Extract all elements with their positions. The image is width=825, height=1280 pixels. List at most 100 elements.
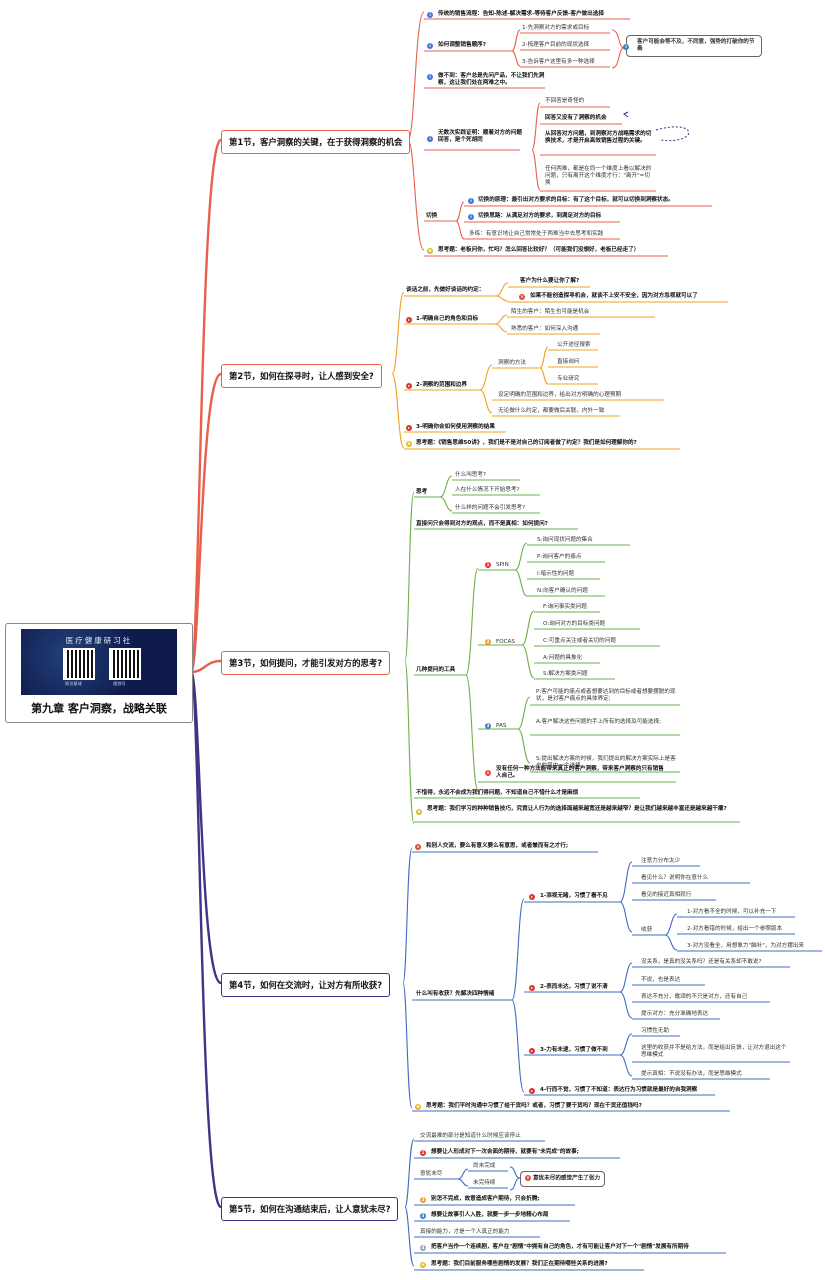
s2-subnode[interactable]: 洞察的方法: [498, 360, 526, 366]
s2-subnode[interactable]: 陌生的客户：陌生也可能是机会: [511, 309, 590, 315]
s3-node[interactable]: 直接问只会得到对方的观点，而不是真相：如何提问?: [416, 521, 548, 527]
s2-subnode[interactable]: 客户为什么要让你了解?: [520, 278, 580, 284]
s5-node[interactable]: 真接的能力，才是一个人真正的能力: [420, 1229, 510, 1235]
s3-node[interactable]: 思考: [416, 489, 428, 495]
section-2-title[interactable]: 第2节，如何在探寻时，让人感到安全?: [221, 364, 382, 388]
s4-subnode[interactable]: 2-表而未达，习惯了说不清: [540, 984, 608, 990]
s4-leaf[interactable]: 习惯性无助: [641, 1028, 669, 1034]
s4-leaf[interactable]: 注意力分布太少: [641, 858, 681, 864]
s3-subnode[interactable]: 什么样的问题不会引发思考?: [455, 505, 526, 511]
s5-node[interactable]: 别怎不完成，故意造成客户期待，只会折腾;: [431, 1196, 540, 1202]
s4-node[interactable]: 什么叫有收获？先解决四种情绪: [416, 991, 495, 997]
section-4-title[interactable]: 第4节，如何在交流时，让对方有所收获?: [221, 973, 391, 997]
s5-node[interactable]: 想要让人形成对下一次会面的期待，就要有"未完成"的故事;: [431, 1149, 579, 1155]
s3-node[interactable]: 不惜得，永远不会成为我们得问题，不知道自己不惜什么才是麻烦: [416, 790, 579, 796]
banner-image: 医疗健康研习社 知识星球 视频号: [21, 629, 177, 695]
focas-label[interactable]: FOCAS: [496, 639, 515, 645]
s1-subnode[interactable]: 切换的原理：最引出对方要求的目标：有了这个目标，就可以切换到洞察状态。: [478, 197, 674, 203]
s1-subnode[interactable]: 2-梳理客户目前的现状选择: [522, 42, 590, 48]
s1-think[interactable]: 思考题：老板问你，忙吗？怎么回答比较好？（可能我们没想好，老板已经走了）: [438, 247, 640, 253]
s2-think[interactable]: 思考题：《销售思维50讲》，我们是不是对自己的订阅者做了约定？我们是如何理解你的…: [416, 440, 637, 446]
s1-callout-text: 客户可能会等不及，不同意，强势的打破你的节奏: [637, 39, 755, 53]
s2-node[interactable]: 谈话之前，先做好谈话的约定：: [406, 287, 485, 293]
s4-subnode[interactable]: 4-行而不觉，习惯了不知道：表达行为习惯就是最好的自我洞察: [540, 1087, 698, 1093]
root-topic[interactable]: 医疗健康研习社 知识星球 视频号 第九章 客户洞察，战略关联: [5, 623, 193, 723]
s1-callout[interactable]: i 客户可能会等不及，不同意，强势的打破你的节奏: [623, 35, 762, 58]
s5-node[interactable]: 把客户当作一个连续剧，客户在"剧情"中拥有自己的角色，才有可能让客户对下一个"剧…: [431, 1244, 689, 1250]
s4-subnode[interactable]: 3-力有未逮，习惯了做不到: [540, 1047, 608, 1053]
s3-node[interactable]: 几种提问的工具: [416, 667, 456, 673]
s4-leaf[interactable]: 3-对方没看全，用想象力"脑补"，为对方摆出来: [687, 943, 805, 949]
s5-think[interactable]: 思考题：我们目前服务哪些剧情的发展？我们正在期待哪些关系的进展?: [431, 1261, 608, 1267]
s3-subnode[interactable]: N:向客户确认的问题: [537, 588, 588, 594]
s1-subnode[interactable]: 不回答是奇怪的: [545, 98, 585, 104]
s5-callout[interactable]: × 意犹未尽的感觉产生了张力: [520, 1171, 606, 1187]
s4-leaf[interactable]: 收获: [641, 927, 653, 933]
root-title: 第九章 客户洞察，战略关联: [31, 702, 167, 715]
s1-subnode[interactable]: 从回答对方问题，到洞察对方战略需求的切换技术，才是开启高效销售过程的关键。: [545, 131, 652, 145]
spin-label[interactable]: SPIN: [496, 562, 509, 568]
flag-icon: ▸: [406, 383, 412, 389]
s3-subnode[interactable]: S:询问现状问题的集合: [537, 537, 593, 543]
s1-subnode[interactable]: 多练：有意识地让自己常常处于两难当中去思考和实践: [469, 231, 604, 237]
s3-subnode[interactable]: S:提出解决方案的时候，我们提出的解决方案实际上是客户的其中一个选择。: [536, 756, 676, 770]
s2-subnode[interactable]: 专业研究: [557, 376, 580, 382]
s2-subnode[interactable]: 公开途径搜索: [557, 342, 591, 348]
s1-subnode[interactable]: 回答又没有了洞察的机会: [545, 115, 607, 121]
s4-leaf[interactable]: 1-对方看不全的时候，可以补充一下: [687, 909, 777, 915]
s3-subnode[interactable]: 人在什么情况下开始思考?: [455, 487, 520, 493]
s2-node[interactable]: 2-洞察的范围和边界: [416, 382, 467, 388]
s4-leaf[interactable]: 提示对方：充分准确地表达: [641, 1011, 709, 1017]
s4-leaf[interactable]: 表达不充分，歌颂的不只是对方，还有自己: [641, 994, 748, 1000]
s1-node[interactable]: 切换: [426, 213, 438, 219]
s4-node[interactable]: 和别人交流，要么有意义要么有意思，或者兼而有之才行;: [426, 843, 569, 849]
s3-subnode[interactable]: S:解决方案类问题: [543, 671, 588, 677]
s3-subnode[interactable]: P:客户可能的痛点或者想要达到的目标或者想要摆脱的现状，是对客户痛点的具体界定;: [536, 689, 676, 703]
s5-node[interactable]: 想要让故事引人入胜，就要一步一步地精心布局: [431, 1212, 549, 1218]
section-5-title[interactable]: 第5节，如何在沟通结束后，让人意犹未尽?: [221, 1197, 399, 1221]
s5-node[interactable]: 交流最难的部分是知道什么时候应该停止: [420, 1133, 521, 1139]
s4-subnode[interactable]: 1-添视无睹，习惯了看不见: [540, 893, 608, 899]
s4-leaf[interactable]: 看见什么？说明你在意什么: [641, 875, 709, 881]
s2-subnode[interactable]: 熟悉的客户：如何深入沟通: [511, 326, 579, 332]
s1-node[interactable]: 无数次实践证明：顺着对方的问题回答，是个死胡同: [438, 130, 522, 144]
section-1-title[interactable]: 第1节，客户洞察的关键，在于获得洞察的机会: [221, 130, 411, 154]
s5-node[interactable]: 意犹未尽: [420, 1171, 443, 1177]
pas-label[interactable]: PAS: [496, 723, 507, 729]
s3-subnode[interactable]: O:询问对方的目标类问题: [543, 621, 606, 627]
s3-subnode[interactable]: 没有任何一种方法能带来真正的客户洞察，带来客户洞察的只有销售人自己。: [496, 766, 664, 780]
s1-node[interactable]: 传统的销售流程：告知-陈述-解决需求-等待客户反馈-客户做出选择: [438, 11, 604, 17]
s4-leaf[interactable]: 不说，也是表达: [641, 977, 681, 983]
s2-subnode[interactable]: 设定明确的范围和边界，给出对方明确的心理预期: [498, 392, 622, 398]
s5-subnode[interactable]: 尚未完成: [473, 1163, 496, 1169]
s5-subnode[interactable]: 未完待续: [473, 1180, 496, 1186]
s1-subnode[interactable]: 任何两难，都是在同一个维度上看以解决的问题，只有离开这个维度才行："离开"=切换: [545, 166, 652, 187]
s3-subnode[interactable]: P:询问客户的痛点: [537, 554, 582, 560]
s1-subnode[interactable]: 1-先洞察对方的需求或目标: [522, 25, 590, 31]
s2-node[interactable]: 1-明确自己的角色和目标: [416, 316, 479, 322]
s3-subnode[interactable]: F:询问事实类问题: [543, 604, 587, 610]
s3-subnode[interactable]: C:可重点关注或者关切的问题: [543, 638, 616, 644]
s4-leaf[interactable]: 2-对方看错的时候，给出一个参照版本: [687, 926, 783, 932]
s1-subnode[interactable]: 切换思路：从满足对方的要求，到满足对方的目标: [478, 213, 602, 219]
s2-subnode[interactable]: 如果不能创造探寻机会，就谈不上安不安全，因为对方忽视就可以了: [530, 293, 698, 299]
s1-subnode[interactable]: 3-告诉客户这里有多一种选择: [522, 59, 595, 65]
s3-think[interactable]: 思考题：我们学习的种种销售技巧，究竟让人行为的选择面越来越宽还是越来越窄？是让我…: [427, 806, 727, 812]
s2-node[interactable]: 3-明确你会如何使用洞察的结果: [416, 424, 495, 430]
section-3-title[interactable]: 第3节，如何提问，才能引发对方的思考?: [221, 651, 391, 675]
s4-leaf[interactable]: 没关系，是真的没关系吗？还是有关系却不敢说?: [641, 959, 762, 965]
s1-node[interactable]: 做不到：客户总是先问产品，不让我们先洞察，这让我们处在两难之中。: [438, 73, 545, 87]
s4-leaf[interactable]: 提示真相：不说没有办法，而是思维模式: [641, 1071, 742, 1077]
s1-node[interactable]: 如何调整销售顺序?: [438, 42, 486, 48]
s4-leaf[interactable]: 这里的收获并不是给方法，而是给出反馈，让对方退出这个思维模式: [641, 1045, 787, 1059]
s3-subnode[interactable]: A:客户解决这些问题的手上所有的选择及可能选择;: [536, 719, 661, 725]
s2-subnode[interactable]: 直接询问: [557, 359, 580, 365]
s4-leaf[interactable]: 看见的接近真相就行: [641, 892, 692, 898]
s3-subnode[interactable]: 什么叫思考?: [455, 472, 486, 478]
s4-think[interactable]: 思考题：我们平时沟通中习惯了给干货吗？或者，习惯了要干货吗？现在干货还值钱吗?: [426, 1103, 642, 1109]
s3-subnode[interactable]: I:暗示性的问题: [537, 571, 575, 577]
info-icon: i: [468, 198, 474, 204]
s3-subnode[interactable]: A:问题的具象化: [543, 655, 583, 661]
s2-subnode[interactable]: 无论做什么约定，都要做后关联，内外一致: [498, 408, 605, 414]
number-3-icon: 3: [485, 723, 491, 729]
